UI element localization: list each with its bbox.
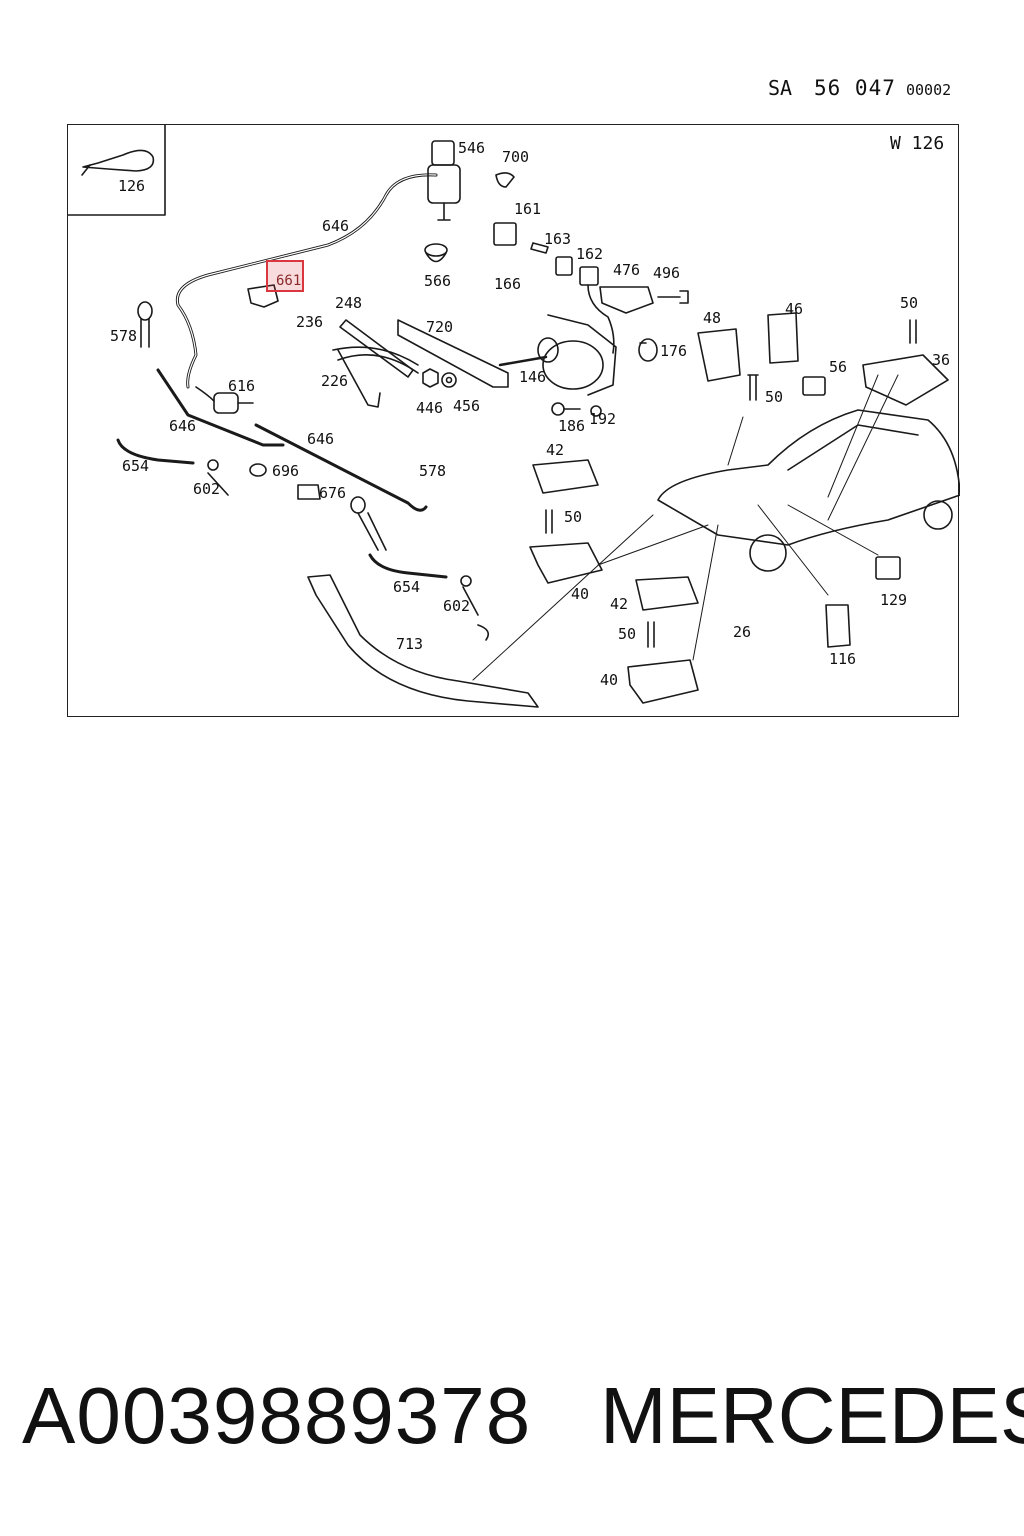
callout-label: 616 xyxy=(228,377,256,395)
brand-name: MERCEDES xyxy=(600,1371,1024,1460)
callout-label: 646 xyxy=(307,430,335,448)
callout-label: 496 xyxy=(653,264,681,282)
callout-label: 176 xyxy=(660,342,688,360)
callout-label: 162 xyxy=(576,245,604,263)
callout-label: 116 xyxy=(829,650,857,668)
part-number: A0039889378 xyxy=(22,1371,532,1460)
callout-label: 186 xyxy=(558,417,586,435)
diagram-number: 56 047 xyxy=(814,76,896,100)
callout-label: 146 xyxy=(519,368,547,386)
callout-label: 166 xyxy=(494,275,522,293)
callout-label: 226 xyxy=(321,372,349,390)
callout-label: 50 xyxy=(900,294,919,312)
callout-label: 713 xyxy=(396,635,424,653)
callout-label-highlighted: 661 xyxy=(276,273,302,289)
callout-label: 566 xyxy=(424,272,452,290)
callout-label: 40 xyxy=(571,585,590,603)
callout-label: 456 xyxy=(453,397,481,415)
callout-label: 50 xyxy=(618,625,637,643)
callout-label: 236 xyxy=(296,313,324,331)
diagram-sequence: 00002 xyxy=(906,81,952,99)
callout-label: 48 xyxy=(703,309,722,327)
callout-label: 578 xyxy=(419,462,447,480)
callout-label: 654 xyxy=(122,457,150,475)
callout-label: 446 xyxy=(416,399,444,417)
parts-drawing xyxy=(68,125,960,708)
callout-label: 602 xyxy=(443,597,471,615)
callout-label: 646 xyxy=(322,217,350,235)
diagram-prefix: SA xyxy=(768,76,793,100)
callout-label: 602 xyxy=(193,480,221,498)
model-label: W 126 xyxy=(890,133,945,154)
callout-label: 26 xyxy=(733,623,752,641)
callout-label: 476 xyxy=(613,261,641,279)
callout-label: 129 xyxy=(880,591,908,609)
callout-label: 50 xyxy=(564,508,583,526)
callout-label: 42 xyxy=(546,441,565,459)
callout-label: 248 xyxy=(335,294,363,312)
callout-label: 163 xyxy=(544,230,572,248)
callout-label: 546 xyxy=(458,139,486,157)
callout-label: 192 xyxy=(589,410,617,428)
callout-label: 676 xyxy=(319,484,347,502)
callout-label: 36 xyxy=(932,351,951,369)
callout-label: 42 xyxy=(610,595,629,613)
parts-diagram: W 126 126 546 700 161 163 162 476 496 46… xyxy=(67,124,960,717)
callout-label: 700 xyxy=(502,148,530,166)
inset-label: 126 xyxy=(118,177,146,195)
callout-label: 46 xyxy=(785,300,804,318)
callout-label: 50 xyxy=(765,388,784,406)
callout-label: 161 xyxy=(514,200,542,218)
callout-label: 578 xyxy=(110,327,138,345)
callout-label: 56 xyxy=(829,358,848,376)
highlight-box xyxy=(266,260,304,292)
callout-label: 654 xyxy=(393,578,421,596)
callout-label: 720 xyxy=(426,318,454,336)
callout-label: 40 xyxy=(600,671,619,689)
callout-label: 646 xyxy=(169,417,197,435)
callout-label: 696 xyxy=(272,462,300,480)
